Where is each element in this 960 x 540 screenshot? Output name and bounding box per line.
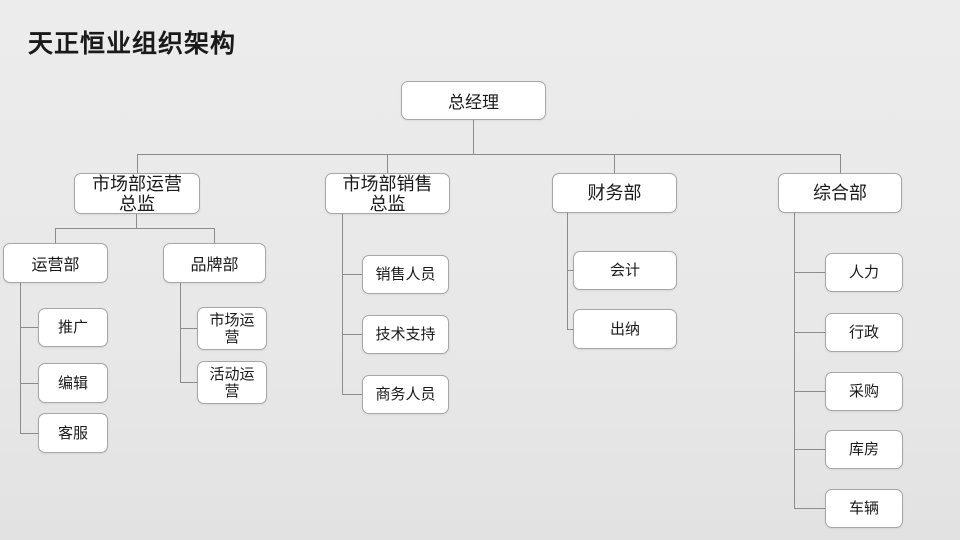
connector-stub-general [840, 154, 841, 173]
org-node-editing-label: 编辑 [57, 374, 88, 392]
connector-finance-stub-1 [567, 270, 573, 271]
org-node-customer-service: 客服 [38, 413, 108, 453]
org-node-brand-dept-label: 品牌部 [190, 257, 239, 274]
connector-stub-marketing-ops [137, 154, 138, 173]
org-node-marketing-ops-director-label: 市场部运营 总监 [92, 173, 182, 214]
connector-sales-stub-3 [342, 394, 362, 395]
org-node-promotion-label: 推广 [57, 319, 88, 336]
org-node-warehouse-label: 库房 [848, 441, 879, 458]
org-node-brand-dept: 品牌部 [163, 243, 266, 283]
connector-general-stub-1 [794, 272, 825, 273]
org-node-customer-service-label: 客服 [57, 424, 88, 442]
connector-sales-stub-2 [342, 334, 362, 335]
org-node-admin-label: 行政 [848, 324, 879, 341]
org-node-promotion: 推广 [38, 308, 108, 347]
org-node-market-operations: 市场运 营 [197, 307, 267, 350]
org-node-finance-dept-label: 财务部 [587, 183, 642, 203]
org-node-accounting-label: 会计 [609, 262, 640, 279]
connector-operations-stub-2 [20, 383, 38, 384]
org-node-business-staff-label: 商务人员 [375, 386, 436, 403]
connector-general-stub-5 [794, 508, 825, 509]
org-node-vehicles-label: 车辆 [848, 500, 879, 517]
org-node-operations-dept-label: 运营部 [31, 257, 80, 274]
connector-level2-bus [137, 154, 840, 155]
connector-general-hang [794, 213, 795, 508]
org-node-marketing-sales-director-label: 市场部销售 总监 [342, 173, 433, 214]
org-node-accounting: 会计 [573, 251, 677, 290]
org-node-cashier-label: 出纳 [609, 320, 640, 338]
org-node-hr: 人力 [825, 253, 903, 292]
connector-finance-hang [567, 213, 568, 329]
connector-ops-director-split [55, 228, 215, 229]
org-node-warehouse: 库房 [825, 430, 903, 469]
org-node-general-manager: 总经理 [401, 81, 546, 120]
connector-sales-stub-1 [342, 274, 362, 275]
connector-general-stub-3 [794, 391, 825, 392]
connector-ops-director-drop [136, 214, 137, 228]
org-node-operations-dept: 运营部 [3, 243, 108, 283]
org-node-sales-staff-label: 销售人员 [375, 266, 436, 283]
org-node-general-manager-label: 总经理 [448, 93, 499, 112]
org-node-market-operations-label: 市场运 营 [209, 311, 255, 346]
org-node-general-dept: 综合部 [778, 173, 902, 213]
org-node-sales-staff: 销售人员 [362, 255, 449, 294]
connector-operations-stub-3 [20, 433, 38, 434]
connector-operations-hang [20, 283, 21, 433]
connector-sales-hang [342, 214, 343, 394]
org-node-cashier: 出纳 [573, 309, 677, 349]
org-node-vehicles: 车辆 [825, 489, 903, 528]
org-node-tech-support-label: 技术支持 [375, 326, 436, 343]
org-node-editing: 编辑 [38, 363, 108, 403]
org-node-procurement-label: 采购 [848, 383, 879, 400]
org-node-marketing-ops-director: 市场部运营 总监 [74, 173, 200, 214]
org-node-hr-label: 人力 [848, 264, 879, 281]
org-node-procurement: 采购 [825, 372, 903, 411]
org-node-event-operations-label: 活动运 营 [209, 365, 255, 400]
connector-root-drop [473, 120, 474, 154]
connector-split-stub-operations [55, 228, 56, 243]
org-node-admin: 行政 [825, 313, 903, 352]
connector-stub-marketing-sales [387, 154, 388, 173]
connector-brand-stub-2 [180, 382, 197, 383]
connector-brand-hang [180, 283, 181, 382]
connector-brand-stub-1 [180, 328, 197, 329]
connector-general-stub-2 [794, 332, 825, 333]
org-node-business-staff: 商务人员 [362, 375, 449, 414]
org-node-marketing-sales-director: 市场部销售 总监 [325, 173, 450, 214]
connector-finance-stub-2 [567, 329, 573, 330]
connector-split-stub-brand [214, 228, 215, 243]
org-node-event-operations: 活动运 营 [197, 361, 267, 404]
slide-title: 天正恒业组织架构 [28, 30, 237, 58]
connector-operations-stub-1 [20, 327, 38, 328]
org-node-finance-dept: 财务部 [552, 173, 677, 213]
connector-general-stub-4 [794, 449, 825, 450]
connector-stub-finance [614, 154, 615, 173]
org-node-tech-support: 技术支持 [362, 315, 449, 354]
org-node-general-dept-label: 综合部 [813, 183, 867, 203]
